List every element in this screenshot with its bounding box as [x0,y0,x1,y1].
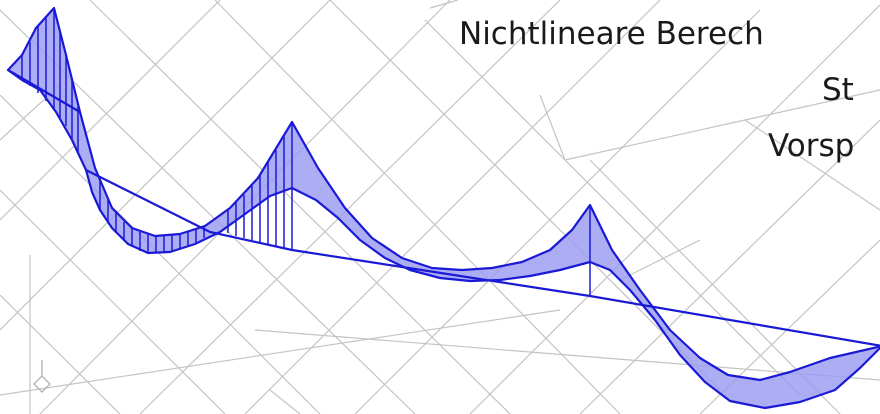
slide-title: Nichtlineare Berech St Vorsp [459,16,854,164]
title-line-2: St [822,72,854,108]
support-node-icon [33,360,51,393]
title-line-1: Nichtlineare Berech [459,16,764,52]
force-diagram [6,6,880,410]
title-line-3: Vorsp [768,128,854,164]
tendon-line [7,69,880,347]
diagram-hatching [21,8,591,296]
force-diagram-band [6,6,880,410]
